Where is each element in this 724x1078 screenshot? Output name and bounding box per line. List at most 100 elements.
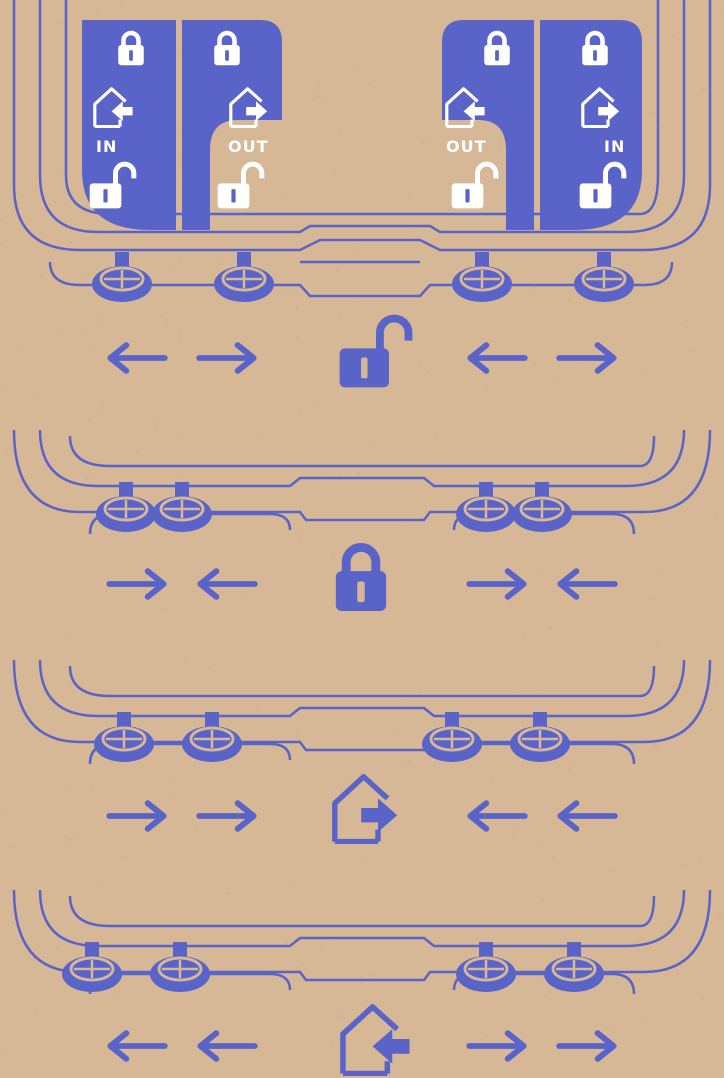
- paper-speck: [716, 709, 718, 712]
- paper-speck: [357, 471, 361, 475]
- paper-speck: [296, 335, 301, 339]
- paper-speck: [490, 776, 495, 781]
- lever-knob: [94, 482, 158, 534]
- paper-speck: [325, 96, 327, 98]
- paper-speck: [85, 272, 88, 275]
- arrow-left-icon: [110, 345, 164, 371]
- paper-speck: [183, 662, 187, 665]
- paper-speck: [164, 323, 167, 327]
- paper-speck: [348, 70, 351, 73]
- paper-speck: [95, 878, 99, 882]
- paper-speck: [714, 682, 719, 687]
- paper-speck: [699, 997, 703, 1001]
- paper-speck: [10, 846, 14, 849]
- paper-speck: [252, 561, 255, 564]
- paper-speck: [66, 532, 68, 535]
- paper-speck: [85, 333, 89, 337]
- paper-speck: [685, 325, 690, 330]
- paper-speck: [175, 476, 178, 480]
- paper-speck: [359, 975, 363, 979]
- paper-speck: [208, 666, 212, 670]
- paper-speck: [16, 347, 19, 350]
- paper-speck: [164, 317, 169, 321]
- arrow-right-icon: [109, 803, 163, 829]
- paper-speck: [356, 55, 359, 58]
- paper-speck: [34, 1010, 39, 1015]
- paper-speck: [176, 130, 179, 133]
- label-right-in: IN: [604, 137, 625, 156]
- paper-speck: [65, 481, 68, 484]
- paper-speck: [316, 79, 321, 84]
- paper-speck: [651, 596, 654, 599]
- paper-speck: [671, 684, 676, 689]
- paper-speck: [522, 632, 527, 637]
- left-lock-plate: [82, 20, 176, 230]
- paper-speck: [255, 708, 259, 711]
- paper-speck: [492, 761, 495, 764]
- paper-speck: [362, 681, 364, 683]
- label-left-out: OUT: [228, 137, 269, 156]
- arrow-right-icon: [109, 571, 163, 597]
- paper-speck: [369, 973, 374, 978]
- paper-speck: [713, 513, 718, 518]
- paper-speck: [471, 145, 474, 148]
- paper-speck: [256, 433, 260, 437]
- paper-speck: [551, 856, 555, 860]
- paper-speck: [661, 124, 665, 128]
- rail-inner: [68, 435, 656, 468]
- paper-speck: [60, 174, 63, 178]
- paper-speck: [642, 370, 645, 373]
- paper-speck: [296, 732, 301, 736]
- paper-speck: [699, 962, 702, 965]
- paper-speck: [483, 1033, 488, 1038]
- paper-speck: [328, 938, 332, 942]
- paper-speck: [0, 218, 4, 222]
- paper-speck: [575, 366, 579, 369]
- paper-speck: [569, 1067, 571, 1070]
- paper-speck: [422, 140, 426, 144]
- lever-knob: [572, 252, 636, 304]
- paper-speck: [204, 0, 207, 2]
- paper-speck: [69, 837, 74, 842]
- arrow-left-icon: [200, 1033, 254, 1059]
- paper-speck: [474, 556, 476, 559]
- paper-speck: [160, 419, 163, 422]
- paper-speck: [511, 830, 515, 834]
- paper-speck: [48, 451, 51, 453]
- paper-speck: [57, 21, 61, 24]
- paper-speck: [624, 474, 627, 477]
- paper-speck: [56, 997, 59, 1000]
- paper-speck: [704, 190, 707, 193]
- paper-speck: [408, 195, 412, 200]
- paper-speck: [694, 475, 697, 478]
- paper-speck: [252, 210, 255, 213]
- paper-speck: [59, 72, 61, 75]
- paper-speck: [694, 553, 696, 556]
- paper-speck: [434, 431, 439, 435]
- paper-speck: [4, 814, 8, 817]
- paper-speck: [547, 626, 551, 630]
- paper-speck: [712, 479, 715, 482]
- paper-speck: [61, 226, 64, 228]
- paper-speck: [121, 856, 125, 860]
- paper-speck: [241, 598, 245, 602]
- paper-speck: [70, 787, 72, 790]
- paper-speck: [222, 260, 225, 263]
- paper-speck: [686, 0, 689, 4]
- paper-speck: [507, 600, 512, 605]
- paper-speck: [539, 688, 543, 692]
- arrow-left-icon: [470, 803, 524, 829]
- paper-speck: [657, 571, 660, 574]
- paper-speck: [87, 418, 92, 423]
- paper-speck: [484, 383, 489, 387]
- paper-speck: [410, 230, 414, 234]
- paper-speck: [77, 514, 81, 517]
- paper-speck: [332, 932, 335, 934]
- paper-speck: [0, 243, 5, 248]
- paper-speck: [338, 1014, 342, 1019]
- paper-speck: [551, 377, 554, 380]
- paper-speck: [656, 644, 659, 648]
- paper-speck: [569, 767, 573, 771]
